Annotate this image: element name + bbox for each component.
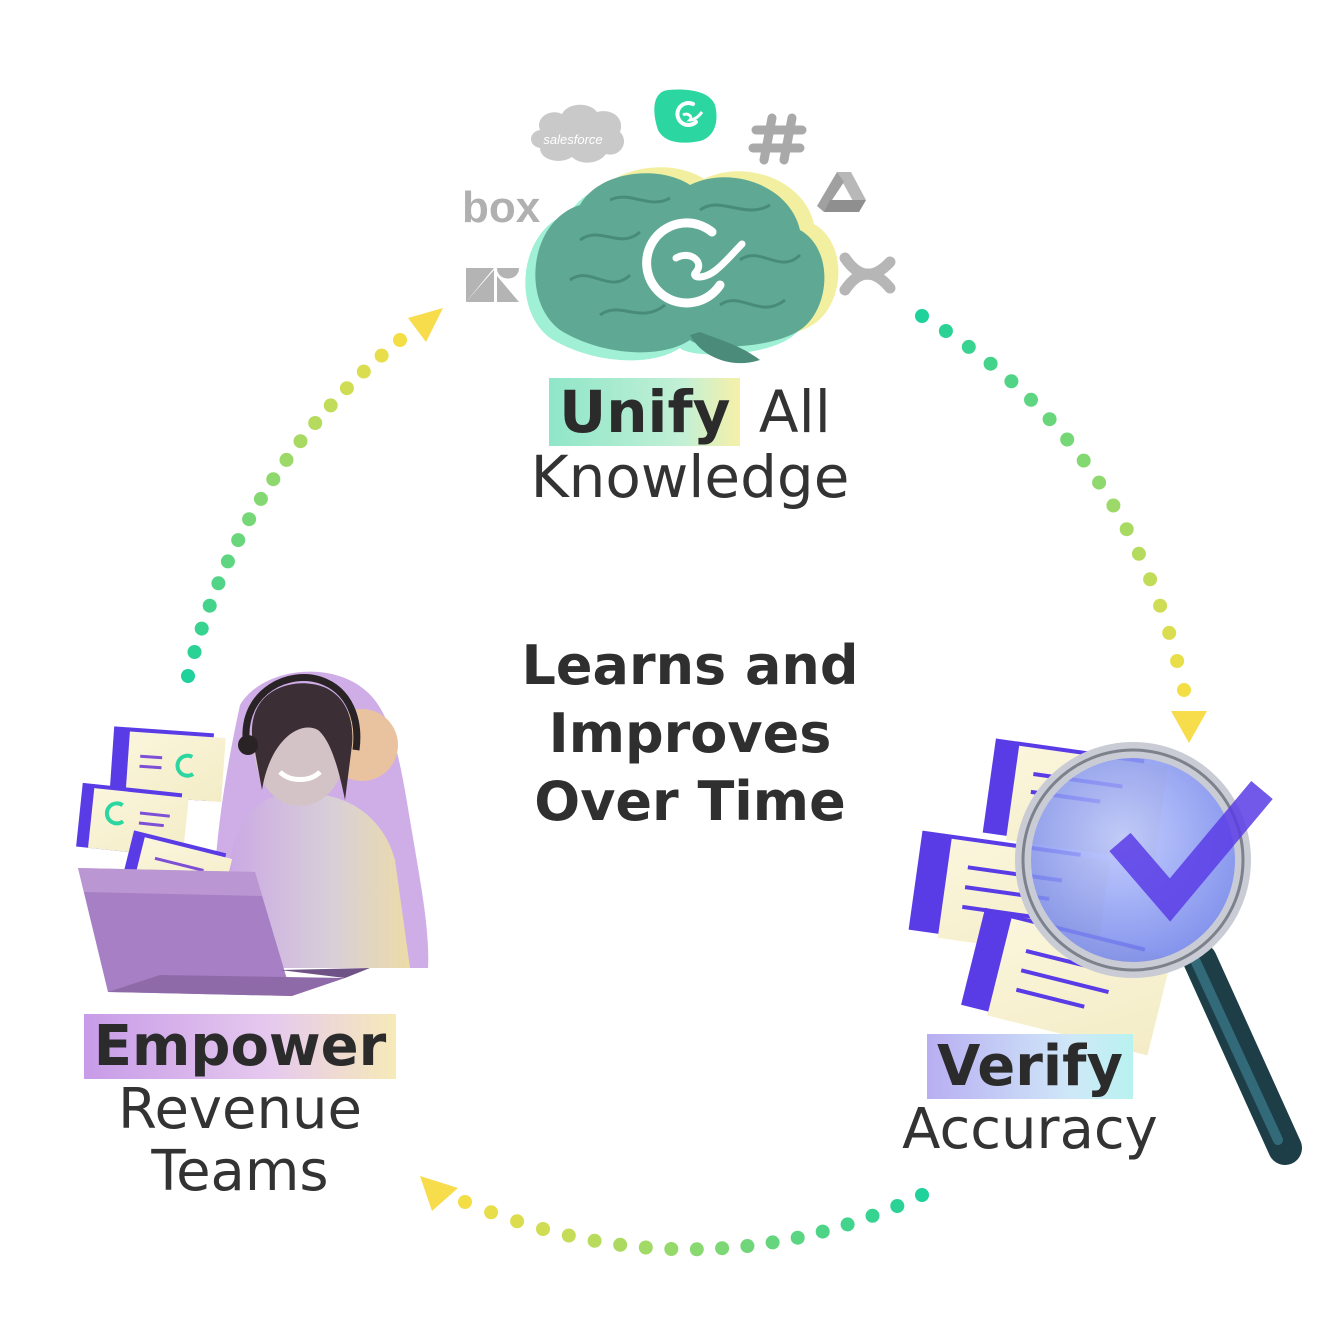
empower-line2: Revenue: [118, 1076, 362, 1142]
cycle-dot: [484, 1205, 499, 1220]
cycle-dot: [961, 339, 976, 354]
empower-label: Empower Revenue Teams: [40, 1014, 440, 1205]
cycle-dot: [765, 1235, 780, 1250]
cycle-dot: [458, 1195, 472, 1209]
arrowhead-top-left: [408, 308, 443, 342]
cycle-dot: [890, 1199, 905, 1213]
cycle-dot: [510, 1214, 525, 1229]
cycle-dot: [664, 1242, 679, 1256]
cycle-dot: [308, 416, 323, 430]
cycle-dot: [587, 1233, 602, 1248]
cycle-dot: [1092, 475, 1107, 490]
cycle-dot: [253, 491, 268, 506]
cycle-dot: [356, 364, 371, 379]
unify-line1: Unify All: [490, 378, 890, 446]
cycle-dot: [202, 598, 217, 613]
cycle-dot: [561, 1228, 576, 1243]
salesforce-text: salesforce: [543, 132, 602, 147]
cycle-dot: [1170, 654, 1185, 668]
salesforce-logo: salesforce: [531, 104, 625, 163]
box-logo: box: [462, 183, 541, 232]
cycle-dot: [915, 309, 929, 323]
unify-line2: Knowledge: [530, 442, 850, 511]
guru-icon: [654, 89, 717, 143]
person-illustration: [213, 671, 429, 968]
cycle-dot: [393, 333, 407, 347]
cycle-dot: [613, 1237, 628, 1252]
verify-highlight: Verify: [927, 1034, 1133, 1099]
cycle-dot: [715, 1241, 730, 1256]
cycle-dot: [181, 669, 195, 683]
cycle-dot: [293, 434, 308, 449]
cycle-dotted-path: [181, 309, 1191, 1257]
slack-icon: [748, 113, 807, 165]
cycle-dot: [1004, 374, 1019, 389]
cycle-dot: [1162, 625, 1177, 640]
unify-label: Unify All Knowledge: [490, 378, 890, 511]
cycle-dot: [865, 1208, 880, 1223]
cycle-dot: [983, 356, 998, 371]
cycle-dot: [740, 1239, 755, 1253]
cycle-dot: [220, 554, 235, 569]
cycle-dot: [1076, 453, 1091, 468]
google-drive-icon: [817, 172, 866, 212]
magnifier-icon: [1015, 742, 1302, 1165]
cycle-dot: [266, 472, 281, 487]
cycle-dot: [211, 576, 226, 591]
cycle-dot: [279, 452, 294, 467]
cycle-dot: [1106, 498, 1121, 513]
cycle-dot: [1024, 392, 1038, 407]
cycle-dot: [1177, 683, 1191, 697]
cycle-dot: [1143, 572, 1158, 587]
cycle-dot: [323, 398, 338, 413]
arrowhead-right: [1171, 711, 1207, 743]
cycle-dot: [790, 1230, 805, 1245]
cycle-dot: [231, 533, 246, 548]
verify-line2: Accuracy: [902, 1096, 1158, 1162]
zendesk-icon: [466, 268, 519, 302]
cycle-dot: [1060, 432, 1075, 447]
cycle-dot: [187, 645, 202, 659]
laptop-illustration: [78, 868, 370, 996]
cycle-dot: [536, 1222, 550, 1236]
cycle-dot: [689, 1242, 704, 1257]
empower-highlight: Empower: [83, 1014, 397, 1079]
cycle-dot: [915, 1188, 929, 1202]
cycle-dot: [1153, 598, 1168, 613]
cycle-dot: [1042, 412, 1057, 427]
cycle-dot: [815, 1224, 830, 1239]
cycle-dot: [938, 324, 953, 338]
cycle-dot: [374, 348, 389, 363]
arrowhead-bottom: [420, 1176, 458, 1211]
cycle-dot: [638, 1240, 653, 1255]
cycle-dot: [242, 512, 257, 527]
confluence-icon: [839, 252, 896, 296]
verify-label: Verify Accuracy: [860, 1034, 1200, 1162]
cycle-dot: [194, 621, 209, 636]
unify-highlight: Unify: [549, 378, 741, 446]
cycle-dot: [1119, 522, 1134, 537]
cycle-dot: [840, 1217, 855, 1232]
empower-line3: Teams: [151, 1139, 329, 1205]
unify-all: All: [758, 378, 831, 446]
cycle-dot: [1131, 546, 1146, 561]
brain-illustration: [525, 167, 839, 364]
cycle-dot: [339, 381, 354, 396]
